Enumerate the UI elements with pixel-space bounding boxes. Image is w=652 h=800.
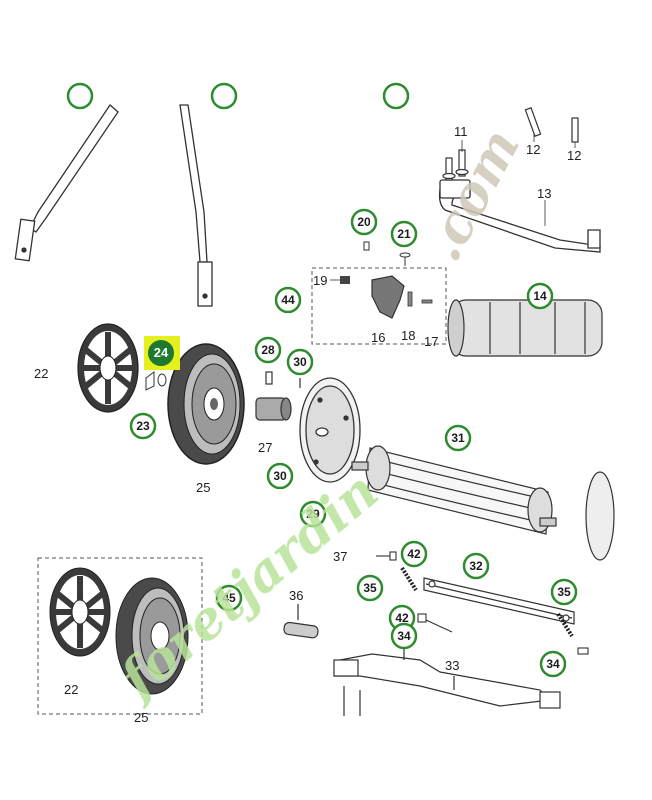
svg-text:14: 14 <box>533 289 547 303</box>
bottom-frame-33 <box>333 640 561 716</box>
svg-text:30: 30 <box>273 469 287 483</box>
group-44-box <box>311 267 447 345</box>
badge-29: 29 <box>299 500 327 528</box>
badge-34b: 34 <box>539 650 567 678</box>
svg-text:34: 34 <box>546 657 560 671</box>
bolts-37-42 <box>376 551 589 655</box>
badge-44: 44 <box>274 286 302 314</box>
plain-labels: 11 12 12 13 19 16 18 17 22 25 27 37 36 3… <box>34 124 581 725</box>
svg-text:20: 20 <box>357 215 371 229</box>
wheel-25 <box>167 343 245 465</box>
label-12b: 12 <box>567 148 581 163</box>
frame-bar <box>438 179 601 253</box>
roller <box>447 299 603 357</box>
svg-text:23: 23 <box>136 419 150 433</box>
svg-text:35: 35 <box>557 585 571 599</box>
svg-text:35: 35 <box>363 581 377 595</box>
svg-text:32: 32 <box>469 559 483 573</box>
badge-28: 28 <box>254 336 282 364</box>
label-22b: 22 <box>64 682 78 697</box>
watermark-secondary: .com <box>413 119 532 271</box>
label-37: 37 <box>333 549 347 564</box>
label-27: 27 <box>258 440 272 455</box>
leader-lines-top <box>461 134 576 226</box>
badge-20: 20 <box>350 208 378 236</box>
label-13: 13 <box>537 186 551 201</box>
svg-text:21: 21 <box>397 227 411 241</box>
badge-14: 14 <box>526 282 554 310</box>
badge-32: 32 <box>462 552 490 580</box>
badge-31: 31 <box>444 424 472 452</box>
group-45-box <box>37 557 203 715</box>
svg-text:42: 42 <box>407 547 421 561</box>
label-16: 16 <box>371 330 385 345</box>
washers-23-24 <box>145 371 167 391</box>
axle-36 <box>283 604 319 639</box>
label-25a: 25 <box>196 480 210 495</box>
handle-assembly <box>14 104 213 307</box>
badge-30b: 30 <box>266 462 294 490</box>
badge-21: 21 <box>390 220 418 248</box>
top-cut-badges <box>66 82 410 110</box>
circled-badges: 20 21 44 14 24 28 30 23 31 29 42 32 35 3… <box>129 208 578 678</box>
svg-text:44: 44 <box>281 293 295 307</box>
bolts-11-12 <box>442 107 579 181</box>
label-12a: 12 <box>526 142 540 157</box>
badge-45: 45 <box>215 584 243 612</box>
bedknife-32 <box>423 577 575 625</box>
label-19: 19 <box>313 273 327 288</box>
svg-text:30: 30 <box>293 355 307 369</box>
badge-30a: 30 <box>286 348 314 376</box>
badge-34a: 34 <box>390 622 418 650</box>
small-parts-20-21 <box>363 241 411 266</box>
wheel-cap-22 <box>77 323 139 413</box>
svg-text:31: 31 <box>451 431 465 445</box>
svg-text:45: 45 <box>222 591 236 605</box>
badge-23: 23 <box>129 412 157 440</box>
reel-31 <box>351 445 557 535</box>
svg-text:34: 34 <box>397 629 411 643</box>
badge-35b: 35 <box>550 578 578 606</box>
label-36: 36 <box>289 588 303 603</box>
label-25b: 25 <box>134 710 148 725</box>
badge-42a: 42 <box>400 540 428 568</box>
svg-text:28: 28 <box>261 343 275 357</box>
badge-24-highlighted: 24 <box>148 340 174 366</box>
svg-text:42: 42 <box>395 611 409 625</box>
label-11: 11 <box>454 124 468 139</box>
springs-35 <box>400 566 574 638</box>
badge-35a: 35 <box>356 574 384 602</box>
svg-text:29: 29 <box>306 507 320 521</box>
side-plate-29 <box>299 377 361 483</box>
label-22a: 22 <box>34 366 48 381</box>
right-wheel-edge <box>585 471 615 561</box>
bushing-27-28 <box>255 371 301 421</box>
label-33: 33 <box>445 658 459 673</box>
label-18: 18 <box>401 328 415 343</box>
label-17: 17 <box>424 334 438 349</box>
svg-text:24: 24 <box>154 345 169 360</box>
